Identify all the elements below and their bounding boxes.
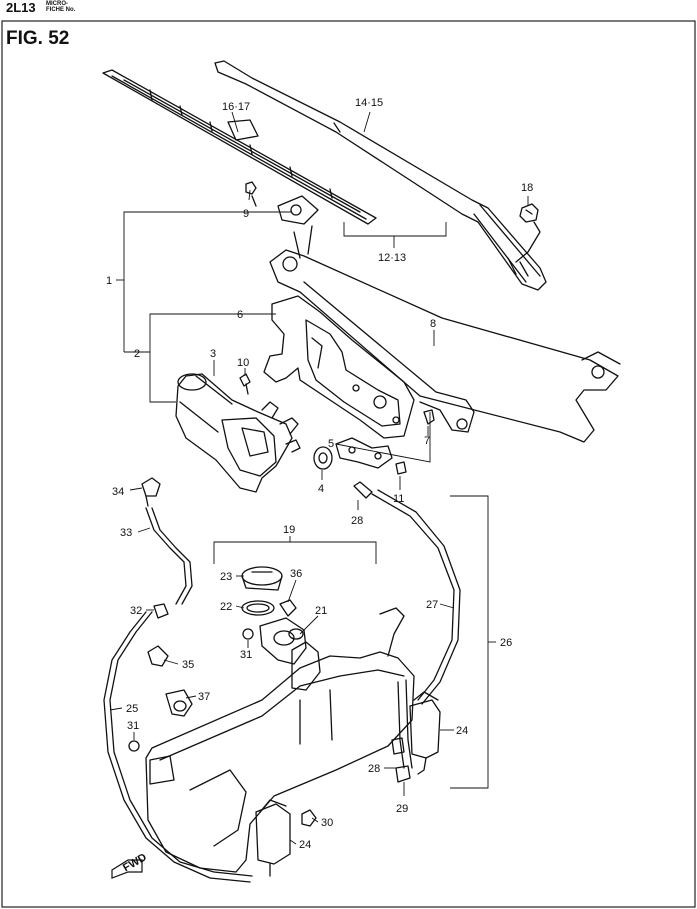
callout-35: 35 [182, 659, 194, 671]
nozzle-34-drawing [141, 477, 161, 507]
grommet-31-upper-drawing [242, 628, 254, 640]
callout-37: 37 [198, 691, 210, 703]
callout-8: 8 [430, 318, 436, 330]
leader-21 [299, 615, 319, 635]
callout-34: 34 [112, 486, 124, 498]
callout-24-right: 24 [456, 725, 468, 737]
filler-neck-21-drawing [259, 617, 307, 665]
washer-hose-right-drawing [371, 489, 461, 769]
tank-cap-23-drawing [241, 566, 283, 591]
diagram-frame [1, 20, 696, 908]
bracket-1 [123, 211, 292, 352]
leader-36 [287, 579, 297, 603]
microfiche-line-2: FICHE No. [46, 7, 76, 13]
leader-27 [439, 603, 455, 609]
bolt-30-drawing [301, 809, 317, 827]
leader-33 [137, 527, 151, 533]
washer-hose-left-drawing [103, 507, 253, 883]
callout-14-15: 14·15 [355, 97, 383, 109]
figure-number: FIG. 52 [6, 28, 70, 49]
bolt-10-drawing [239, 373, 251, 395]
forward-arrow-icon: FWD [111, 851, 149, 879]
bracket-26 [450, 495, 489, 789]
microfiche-line-1: MICRO- [46, 1, 68, 7]
wiper-arm-drawing [214, 60, 547, 291]
microfiche-label: MICRO- FICHE No. [46, 1, 75, 13]
leader-14-15 [363, 111, 371, 133]
clip-35-drawing [147, 645, 169, 667]
leader-22 [235, 605, 245, 609]
bracket-2 [149, 313, 276, 403]
callout-4: 4 [318, 483, 324, 495]
callout-9: 9 [243, 208, 249, 220]
leader-9 [248, 189, 251, 201]
callout-26: 26 [500, 637, 512, 649]
callout-28-upper: 28 [351, 515, 363, 527]
joint-29-drawing [395, 765, 411, 783]
leader-16-17 [231, 111, 239, 133]
callout-16-17: 16·17 [222, 101, 250, 113]
washer-pump-24-right-drawing [409, 691, 441, 775]
strainer-22-drawing [241, 600, 275, 616]
callout-22: 22 [220, 601, 232, 613]
wiper-motor-3-drawing [175, 373, 301, 493]
wiper-blade-drawing [102, 69, 377, 225]
callout-33: 33 [120, 527, 132, 539]
leader-25 [109, 707, 123, 711]
callout-6: 6 [237, 309, 243, 321]
fitting-36-drawing [279, 599, 297, 617]
grommet-31-lower-drawing [128, 740, 140, 752]
callout-31-upper: 31 [240, 649, 252, 661]
callout-12-13: 12·13 [378, 252, 406, 264]
leader-34 [129, 487, 143, 491]
washer-tank-drawing [145, 607, 415, 873]
motor-bracket-6-drawing [263, 295, 415, 439]
pivot-cap-9-drawing [245, 181, 319, 225]
callout-2: 2 [134, 348, 140, 360]
callout-5: 5 [328, 438, 334, 450]
callout-31-lower: 31 [127, 720, 139, 732]
callout-36: 36 [290, 568, 302, 580]
leader-35 [163, 659, 179, 665]
callout-30: 30 [321, 817, 333, 829]
callout-21: 21 [315, 605, 327, 617]
leader-5 [335, 412, 431, 463]
bolt-7-drawing [423, 409, 435, 425]
callout-1: 1 [106, 275, 112, 287]
joint-28-lower-drawing [391, 737, 405, 755]
callout-11: 11 [393, 493, 404, 505]
clip-37-drawing [165, 689, 193, 717]
nut-18-drawing [515, 203, 541, 263]
callout-3: 3 [210, 348, 216, 360]
callout-29: 29 [396, 803, 408, 815]
callout-24-lower: 24 [299, 839, 311, 851]
callout-18: 18 [521, 182, 533, 194]
leader-30 [311, 817, 319, 823]
callout-27: 27 [426, 599, 438, 611]
leader-24b [289, 839, 297, 845]
callout-28-lower: 28 [368, 763, 380, 775]
callout-32: 32 [130, 605, 142, 617]
callout-7: 7 [424, 435, 430, 447]
callout-23: 23 [220, 571, 232, 583]
washer-pump-24-lower-drawing [255, 799, 291, 877]
joint-28-upper-drawing [353, 481, 373, 499]
diagram-code: 2L13 [6, 0, 36, 15]
leader-37 [185, 695, 197, 699]
grommet-4-drawing [313, 437, 393, 470]
callout-10: 10 [237, 357, 249, 369]
bolt-11-drawing [395, 461, 407, 475]
callout-19: 19 [283, 524, 295, 536]
bracket-12-13 [343, 222, 447, 237]
bracket-19 [213, 541, 377, 564]
joint-32-drawing [153, 603, 169, 619]
callout-25: 25 [126, 703, 138, 715]
wiper-link-8-drawing [269, 225, 621, 443]
